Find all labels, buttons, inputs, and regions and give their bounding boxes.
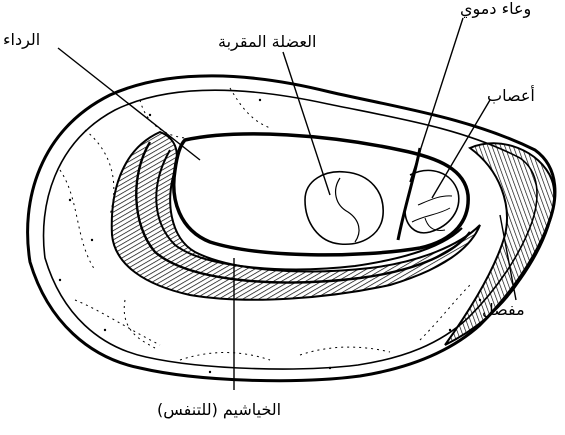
- label-nerves: أعصاب: [487, 88, 535, 104]
- label-mantle: الرداء: [3, 32, 40, 48]
- label-adductor-muscle: العضلة المقربة: [218, 34, 316, 50]
- label-gills: الخياشيم (للتنفس): [157, 402, 281, 418]
- label-blood-vessel: وعاء دموي: [460, 1, 531, 17]
- adductor-muscle: [305, 172, 383, 244]
- label-hinge: مفصل: [482, 302, 525, 318]
